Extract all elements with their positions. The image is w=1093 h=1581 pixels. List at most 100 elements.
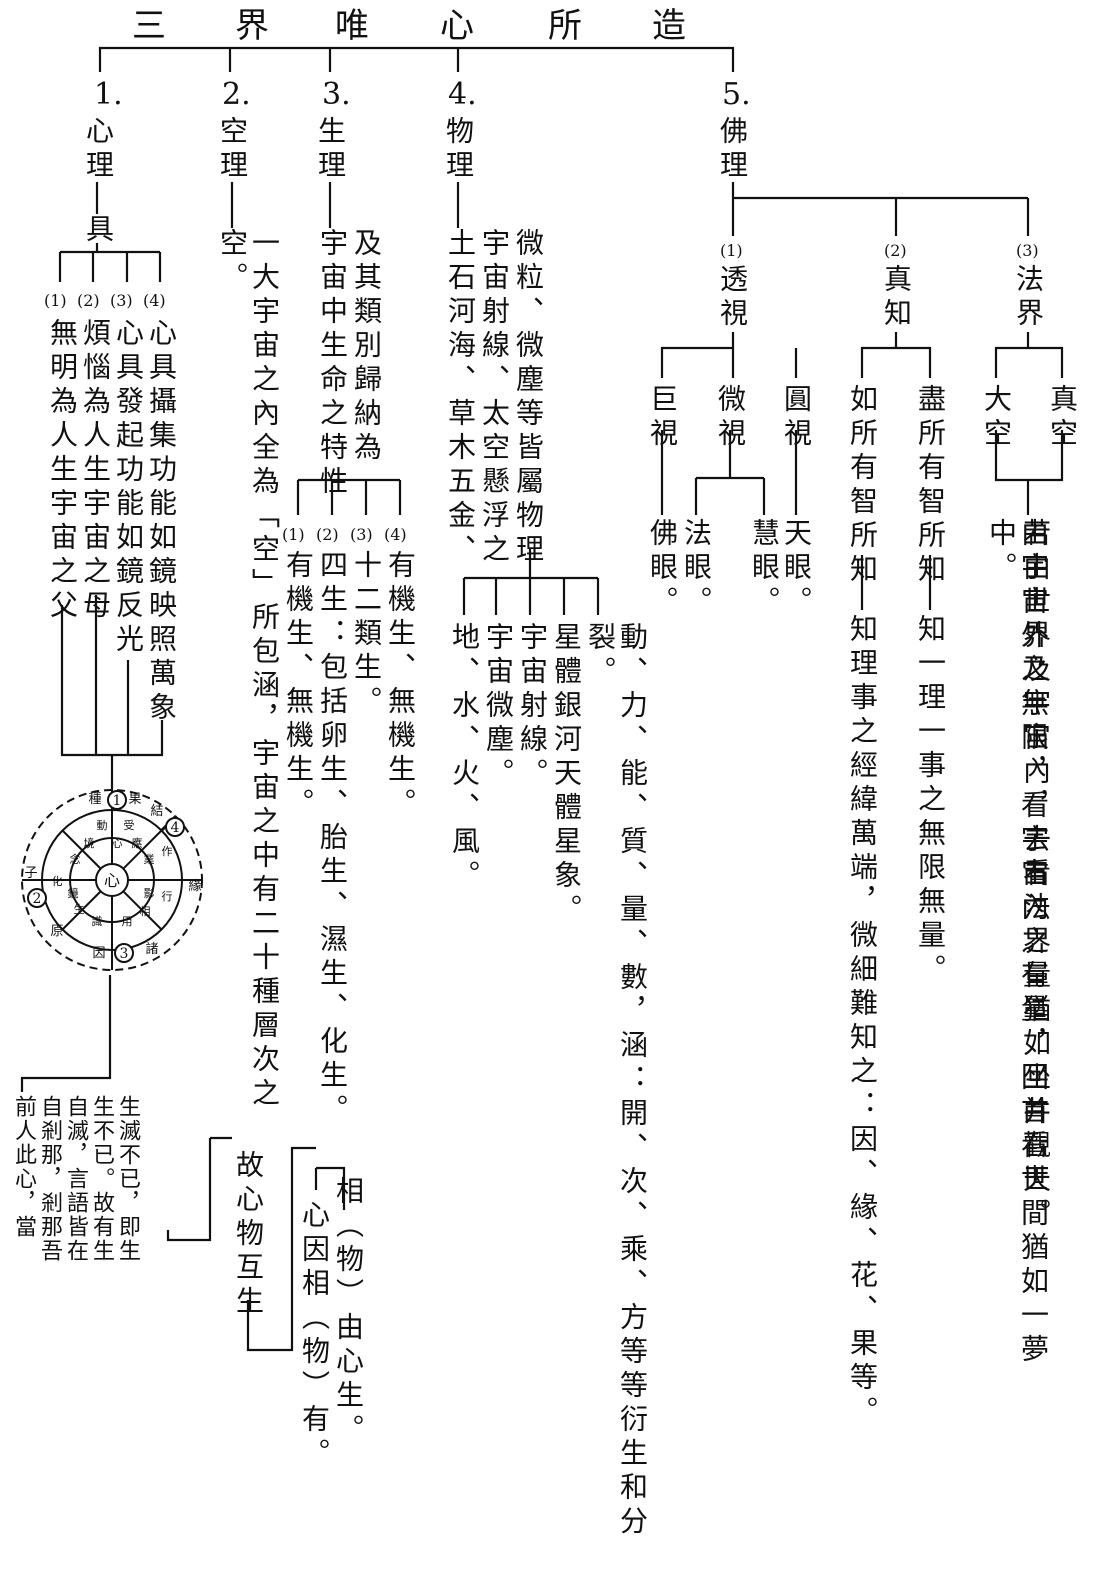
branch-4-item: 地、水、火、風。 (448, 622, 481, 894)
branch-1-item: 煩惱為人生宇宙之母 (79, 318, 112, 624)
branch-3-col1: 宇宙中生命之特性 (316, 228, 349, 500)
branch-5-sub1-item: 巨視 (646, 384, 679, 452)
mind-wheel-diagram: 種 果 結 緣 諸 因 原 子 1 2 3 4 動 心 受 應 業 作 行 影 … (21, 789, 203, 971)
wheel-number: 3 (120, 946, 129, 962)
branch-5-sub2-name: 真知 (880, 264, 913, 332)
wheel-inner-label: 鏡 (68, 886, 79, 900)
wheel-inner-label: 相 (140, 905, 151, 918)
branch-4-col2: 宇宙射線、太空懸浮之 (478, 228, 511, 568)
branch-4-col1: 土石河海、草木五金、 (444, 228, 477, 568)
wheel-inner-label: 受 (124, 819, 135, 832)
branch-3-mark: (2) (316, 525, 339, 544)
title-char: 造 (652, 6, 686, 46)
wheel-inner-label: 識 (92, 915, 103, 928)
branch-5-number: 5. (722, 77, 751, 112)
branch-5-sub3-detail: 若由世界及宇宙內，去看法界量猶如坐井觀天。 (1019, 518, 1052, 1232)
branch-3-col2: 及其類別歸納為 (350, 228, 383, 466)
branch-2-name: 空理 (216, 116, 249, 184)
wheel-inner-label: 境 (84, 836, 95, 850)
branch-5-sub2-item: 盡所有智所知 (914, 384, 947, 588)
branch-5-sub3-item: 大空 (980, 384, 1013, 452)
wheel-inner-label: 作 (162, 845, 173, 858)
branch-4-item: 宇宙微塵。 (482, 622, 515, 792)
branch-1-name: 心理 (82, 116, 115, 184)
wheel-outer-label: 諸 (145, 941, 158, 957)
branch-5-sub2-item: 如所有智所知 (846, 384, 879, 588)
branch-5-sub1-eye: 慧眼。 (748, 518, 781, 620)
branch-3-item: 有機生、無機生。 (282, 550, 315, 822)
branch-3-mark: (4) (384, 525, 407, 544)
branch-1-mark: (2) (77, 291, 100, 310)
branch-1-item: 無明為人生宇宙之父 (46, 318, 79, 624)
wheel-inner-label: 業 (144, 853, 155, 866)
branch-2-number: 2. (222, 77, 251, 112)
wheel-outer-label: 原 (50, 924, 63, 939)
title-char: 所 (548, 6, 582, 46)
wheel-number: 2 (33, 891, 42, 907)
wheel-outer-label: 種 (88, 791, 101, 807)
wheel-number: 4 (171, 820, 180, 836)
branch-1-item: 心具發起功能如鏡反光 (112, 318, 145, 658)
wheel-outer-label: 緣 (188, 879, 201, 894)
wheel-inner-label: 化 (52, 874, 63, 888)
footnote-right-col2: 心因相（物）有。 (298, 1200, 331, 1472)
diagram-title: 三 界 唯 心 所 造 (0, 2, 1093, 52)
title-char: 界 (235, 6, 269, 46)
branch-1-mark: (1) (44, 291, 67, 310)
branch-5-sub1-mark: (1) (720, 241, 743, 260)
branch-4-col3: 微粒、微塵等皆屬物理 (512, 228, 545, 568)
wheel-inner-label: 心 (112, 837, 123, 850)
wheel-inner-label: 生 (74, 902, 85, 916)
branch-5-sub2-mark: (2) (884, 241, 907, 260)
title-char: 三 (132, 6, 166, 46)
branch-3-mark: (1) (282, 525, 305, 544)
branch-5-sub3-item: 真空 (1046, 384, 1079, 452)
title-char: 心 (440, 6, 474, 46)
branch-4-name: 物理 (442, 116, 475, 184)
wheel-center: 心 (104, 871, 120, 890)
branch-4-item: 動、力、能、質、量、數，涵：開、次、乘、方等等衍生和分裂。 (584, 622, 649, 1540)
branch-5-sub1-eye: 法眼。 (680, 518, 713, 620)
footnote-mid: 故心物互生 (232, 1150, 265, 1320)
branch-5-sub2-detail: 知一理一事之無限無量。 (914, 614, 947, 988)
wheel-outer-label: 因 (92, 946, 105, 961)
wheel-inner-label: 念 (70, 852, 81, 866)
title-char: 唯 (335, 6, 369, 46)
branch-4-item: 星體銀河天體星象。 (550, 622, 583, 928)
footnote-left: 生滅不已，即生生不已。故有生自滅，言語皆在自剎那，剎那吾前人此心，當 (11, 1095, 140, 1263)
wheel-inner-label: 行 (162, 890, 173, 903)
branch-5-sub3-detail: 由宇宙外之無限，看宇宙內之有量，回首看世間猶如一夢中。 (985, 518, 1050, 1368)
footnote-right-col1: 相（物）由心生。 (332, 1176, 365, 1448)
branch-5-sub2-detail: 知理事之經緯萬端，微細難知之：因、緣、花、果等。 (846, 614, 879, 1430)
branch-4-item: 宇宙射線。 (516, 622, 549, 792)
branch-5-sub1-eye: 天眼。 (780, 518, 813, 620)
branch-5-sub1-item: 圓視 (780, 384, 813, 452)
branch-1-mark: (3) (110, 291, 133, 310)
wheel-inner-label: 動 (97, 818, 108, 832)
branch-1-number: 1. (94, 77, 123, 112)
branch-5-sub1-eye: 佛眼。 (646, 518, 679, 620)
branch-3-mark: (3) (350, 525, 373, 544)
branch-3-item: 四生：包括卵生、胎生、濕生、化生。 (316, 550, 349, 1128)
branch-3-item: 有機生、無機生。 (384, 550, 417, 822)
branch-5-sub1-name: 透視 (716, 264, 749, 332)
wheel-number: 1 (113, 793, 122, 809)
wheel-inner-label: 應 (132, 836, 143, 850)
branch-5-sub3-name: 法界 (1012, 264, 1045, 332)
branch-1-joint: 具 (82, 214, 115, 248)
branch-3-item: 十二類生。 (350, 550, 383, 720)
branch-3-number: 3. (322, 77, 351, 112)
wheel-outer-label: 子 (24, 866, 37, 881)
branch-1-mark: (4) (143, 291, 166, 310)
wheel-inner-label: 影 (144, 887, 155, 900)
branch-5-sub1-item: 微視 (714, 384, 747, 452)
branch-2-text: 一大宇宙之內全為「空」所包涵，宇宙之中有二十種層次之空。 (216, 228, 281, 1112)
wheel-outer-label: 結 (150, 804, 163, 819)
wheel-inner-label: 用 (122, 915, 133, 928)
branch-3-name: 生理 (314, 116, 347, 184)
branch-1-item: 心具攝集功能如鏡映照萬象 (145, 318, 178, 726)
branch-5-name: 佛理 (716, 116, 749, 184)
wheel-outer-label: 果 (128, 792, 141, 807)
branch-4-number: 4. (448, 77, 477, 112)
branch-5-sub3-mark: (3) (1016, 241, 1039, 260)
